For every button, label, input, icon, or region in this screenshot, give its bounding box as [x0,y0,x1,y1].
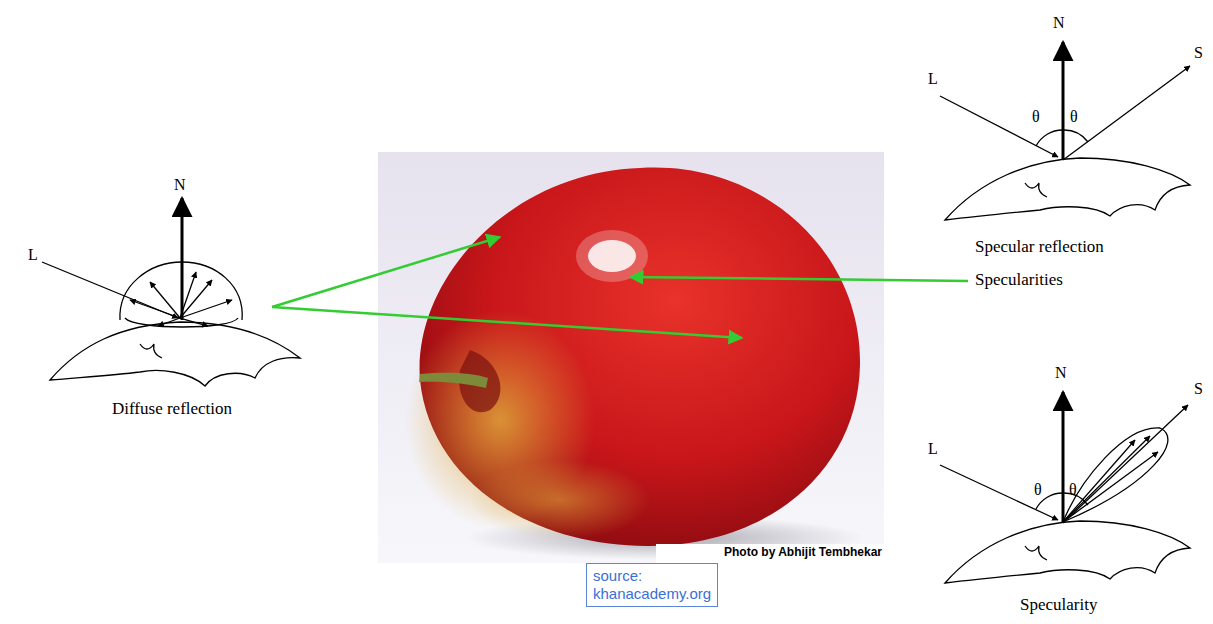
angle-label: θ [1070,108,1078,126]
diffuse-figure [42,198,300,386]
figure-caption: Diffuse reflection [112,400,232,419]
light-label: L [928,440,938,458]
specular-figure [940,42,1190,220]
figure-caption: Specularity [1020,596,1097,615]
specular-label: S [1194,380,1203,398]
photo-credit: Photo by Abhijit Tembhekar [656,546,882,559]
light-label: L [28,246,38,264]
source-text: source: khanacademy.org [593,567,711,603]
angle-label: θ [1032,108,1040,126]
normal-label: N [1053,14,1065,32]
normal-label: N [174,176,186,194]
specular-label: S [1194,44,1203,62]
callout-text: Specularities [975,271,1063,290]
normal-label: N [1055,364,1067,382]
specularity-figure [940,392,1190,583]
light-label: L [928,70,938,88]
pointer-lines [272,237,968,338]
angle-label: θ [1069,481,1077,499]
figure-caption: Specular reflection [975,238,1104,257]
source-box: source: khanacademy.org [586,563,718,607]
apple-photo [378,152,884,563]
angle-label: θ [1034,481,1042,499]
